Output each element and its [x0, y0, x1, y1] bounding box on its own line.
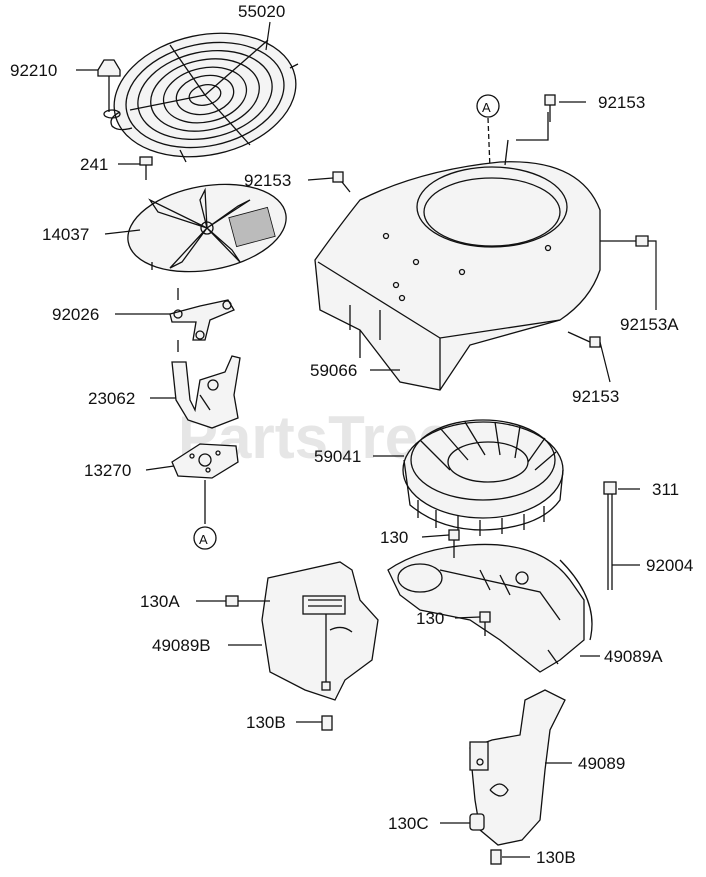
- leader-92153-lower: [599, 341, 611, 383]
- screw-92153-lower: [567, 331, 601, 348]
- part-label-55020: 55020: [238, 2, 285, 21]
- screw-130c: [469, 813, 485, 831]
- screw-92153a: [600, 235, 649, 247]
- stud-part: [603, 481, 617, 590]
- part-label-49089b: 49089B: [152, 636, 211, 655]
- part-label-49089: 49089: [578, 754, 625, 773]
- part-label-241: 241: [80, 155, 108, 174]
- screw-part: [139, 156, 153, 180]
- part-label-130b-left: 130B: [246, 713, 286, 732]
- part-label-13270: 13270: [84, 461, 131, 480]
- shroud-49089-part: [469, 689, 566, 846]
- callout-a-lower-text: A: [199, 532, 208, 547]
- part-label-49089a: 49089A: [604, 647, 663, 666]
- part-label-92153-left: 92153: [244, 171, 291, 190]
- leader-130: [421, 534, 450, 538]
- callout-a-upper-text: A: [482, 100, 491, 115]
- screw-130b-left: [321, 715, 333, 731]
- part-label-92210: 92210: [10, 61, 57, 80]
- part-label-130c: 130C: [388, 814, 429, 833]
- shroud-49089a-part: [387, 543, 593, 673]
- flywheel-part: [402, 419, 564, 536]
- nut-part: [97, 59, 121, 119]
- part-label-311: 311: [652, 480, 679, 499]
- washer-plate-part: [169, 288, 235, 352]
- part-label-92153a: 92153A: [620, 315, 679, 334]
- part-label-59066: 59066: [310, 361, 357, 380]
- part-label-92153-top: 92153: [598, 93, 645, 112]
- screw-92153-left: [332, 171, 351, 193]
- bracket-part: [171, 355, 241, 429]
- leader-13270: [145, 465, 175, 471]
- leader-92153a: [648, 240, 657, 310]
- part-label-130-mid: 130: [416, 609, 444, 628]
- part-label-92004: 92004: [646, 556, 693, 575]
- leader-130-mid: [454, 616, 481, 619]
- screw-130a: [225, 595, 270, 607]
- part-label-14037: 14037: [42, 225, 89, 244]
- leader-92153-left: [307, 177, 334, 181]
- part-label-92026: 92026: [52, 305, 99, 324]
- blower-housing-part: [314, 112, 601, 391]
- part-label-23062: 23062: [88, 389, 135, 408]
- shroud-49089b-part: [261, 561, 379, 701]
- part-label-130b-bottom: 130B: [536, 848, 576, 867]
- leader-55020: [265, 21, 271, 51]
- callout-a-lower: A: [193, 526, 217, 550]
- screw-130b-bottom: [490, 849, 502, 865]
- fan-guard-part: [110, 32, 299, 163]
- part-label-92153-lower: 92153: [572, 387, 619, 406]
- part-label-59041: 59041: [314, 447, 361, 466]
- plate-part: [171, 443, 239, 524]
- part-label-130a: 130A: [140, 592, 180, 611]
- leader-14037: [104, 229, 141, 235]
- screw-92153-top: [544, 94, 556, 122]
- fan-part: [127, 183, 287, 273]
- part-label-130: 130: [380, 528, 408, 547]
